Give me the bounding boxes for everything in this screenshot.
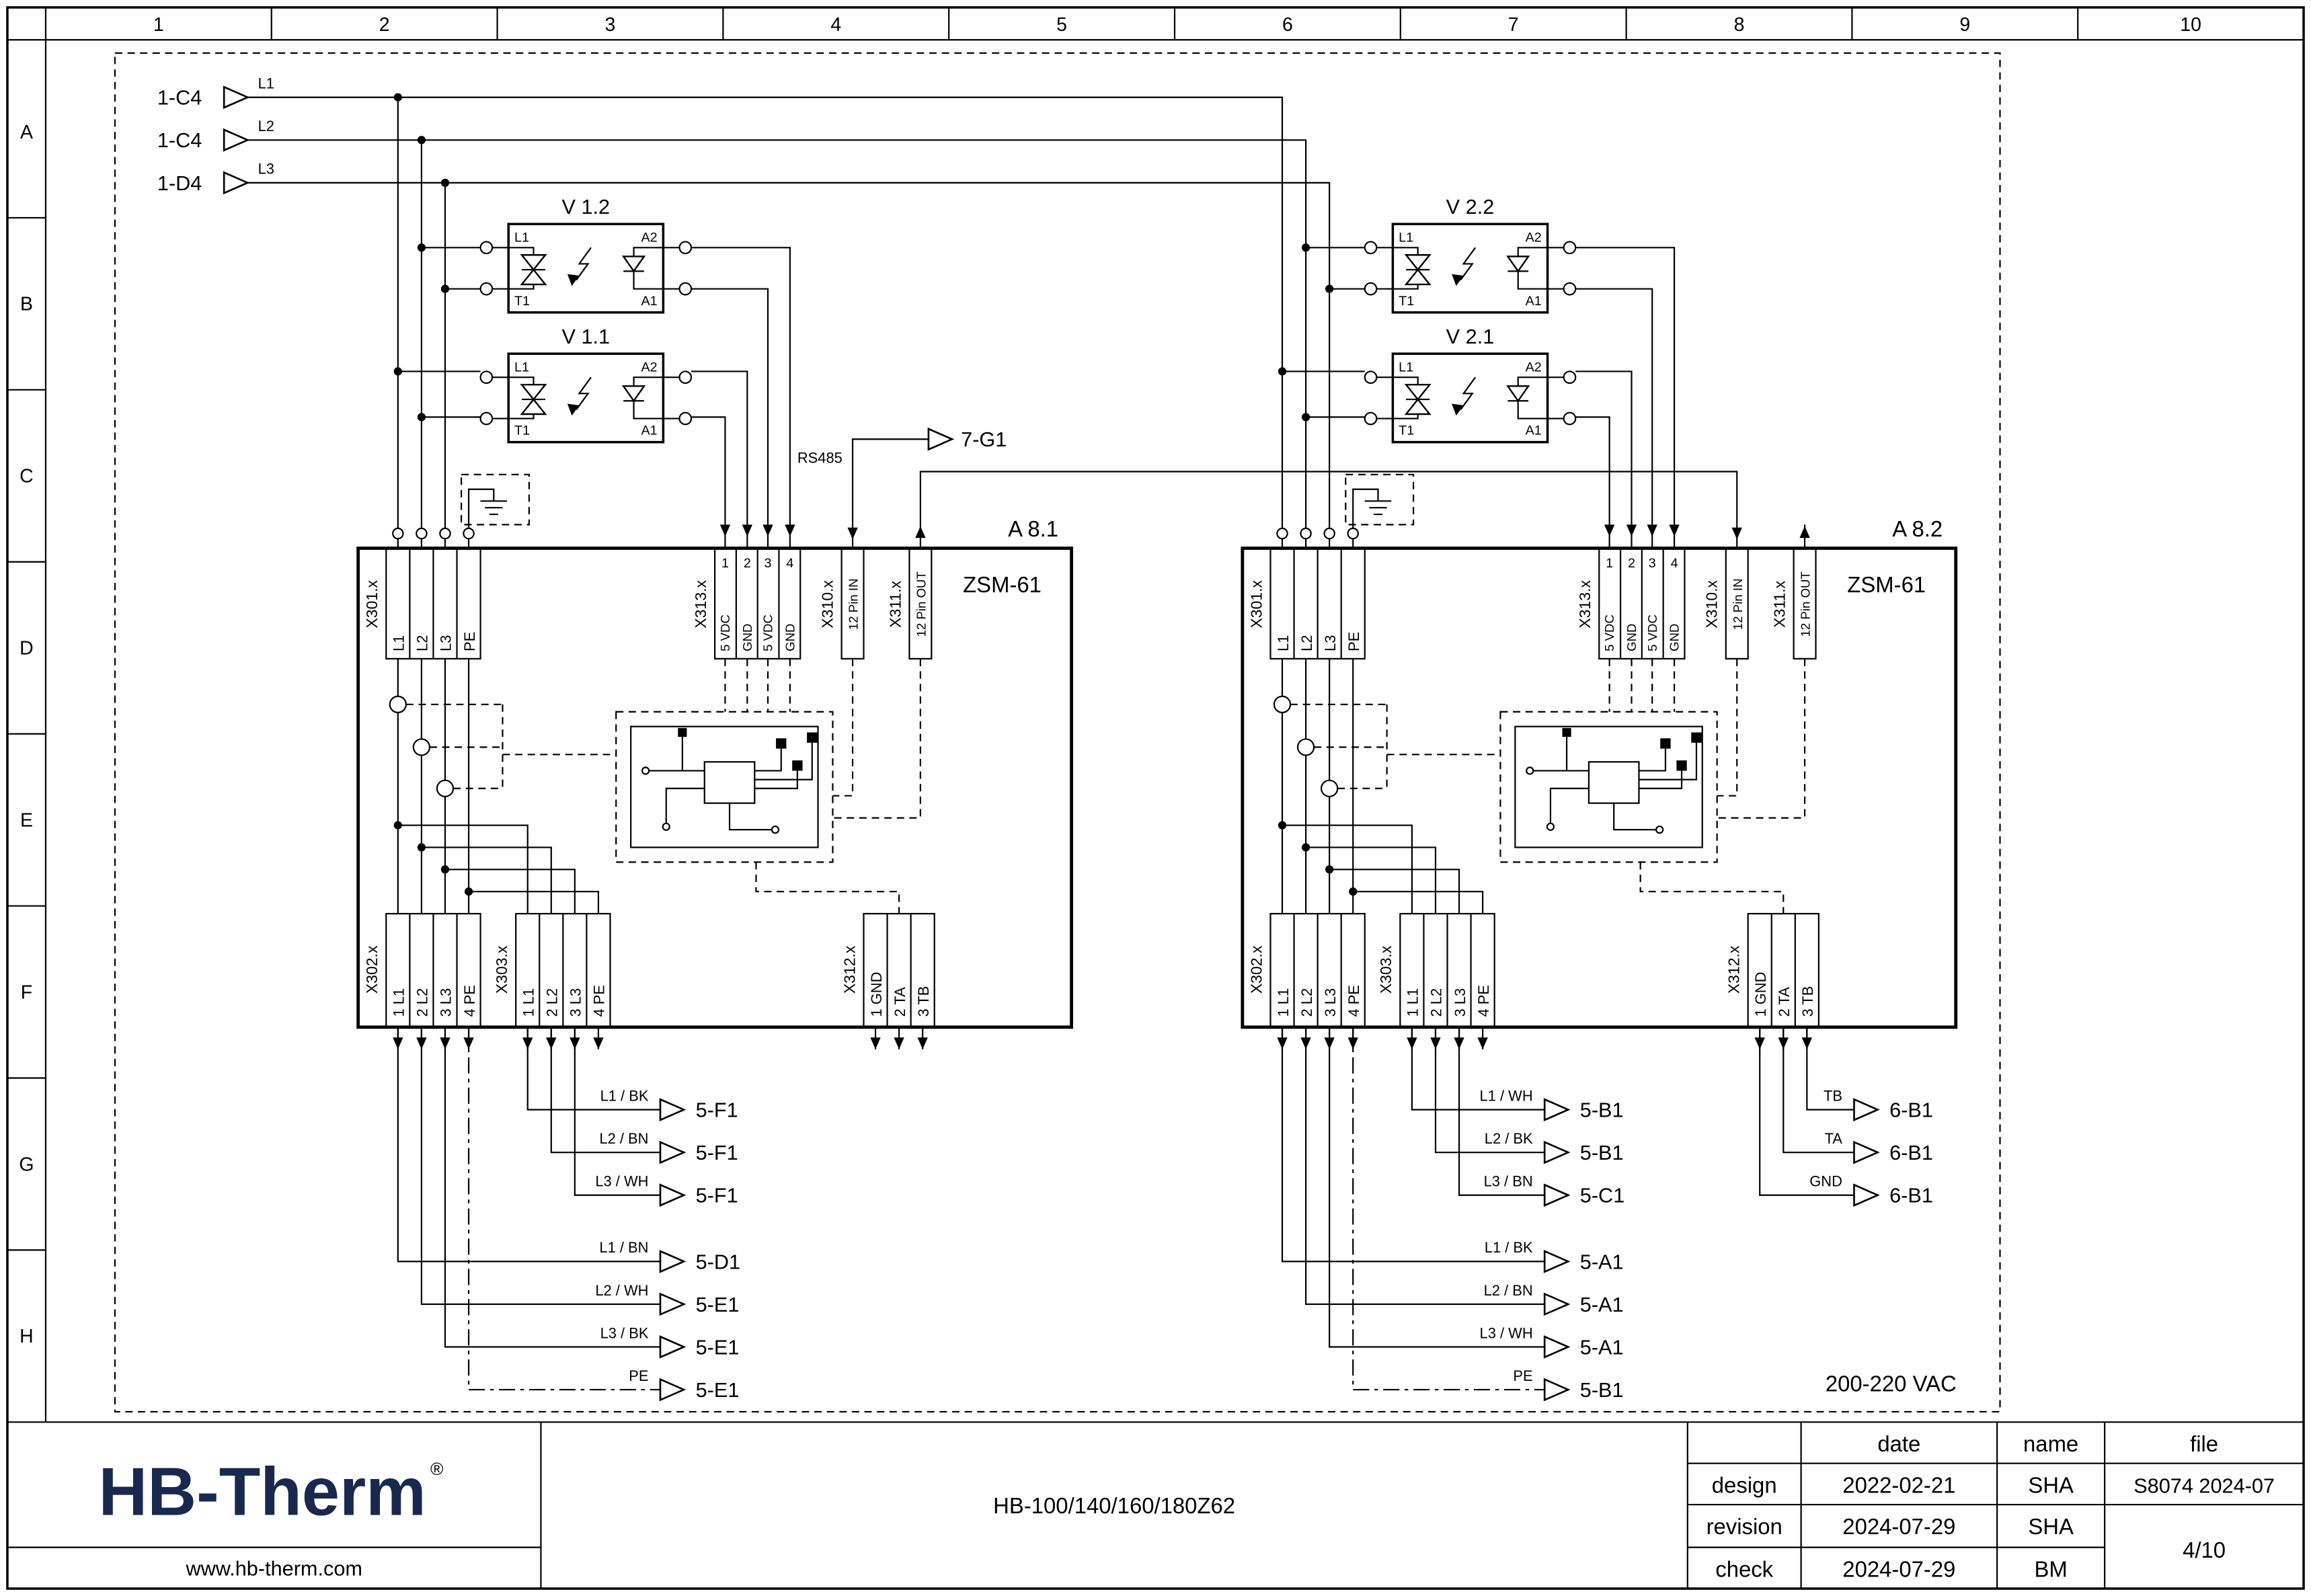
wire-label: L2 / BN (599, 1130, 648, 1147)
row-label: F (21, 982, 32, 1003)
tb-header-date: date (1877, 1431, 1920, 1456)
target-ref: 5-C1 (1580, 1184, 1624, 1207)
target-ref: 5-D1 (696, 1250, 740, 1273)
row-labels: A B C D E F G H (19, 122, 34, 1347)
tb-name: SHA (2028, 1473, 2074, 1498)
feed-ref: 1-C4 (157, 128, 202, 152)
target-ref: 5-B1 (1580, 1378, 1624, 1402)
wire-label: L2 / BK (1485, 1130, 1533, 1147)
relay-name: V 2.1 (1446, 325, 1495, 348)
sheet-frame: 1 2 3 4 5 6 7 8 9 10 A B C D E F G H (6, 6, 2305, 1590)
target-ref: 5-B1 (1580, 1099, 1624, 1122)
zsm-module-a81 (358, 224, 1072, 1049)
feed-ref: 1-C4 (157, 86, 202, 110)
logo-registered-mark: ® (430, 1459, 443, 1479)
target-ref: 5-E1 (696, 1378, 740, 1402)
tb-row-label: revision (1707, 1514, 1783, 1539)
voltage-note: 200-220 VAC (1826, 1371, 1957, 1396)
col-label: 7 (1508, 14, 1519, 36)
col-label: 3 (605, 14, 616, 36)
tb-header-file: file (2190, 1431, 2218, 1456)
phase-label: L1 (258, 75, 274, 92)
phase-label: L2 (258, 118, 274, 134)
title-block: HB-Therm ® www.hb-therm.com HB-100/140/1… (7, 1422, 2304, 1589)
wire-label: L1 / WH (1480, 1087, 1533, 1104)
file-number: S8074 2024-07 (2133, 1474, 2275, 1498)
wire-label: L2 / WH (595, 1282, 648, 1299)
load-labels-a82: L1 / WH 5-B1 L2 / BK 5-B1 L3 / BN 5-C1 L… (1480, 1087, 1933, 1402)
page-number: 4/10 (2183, 1538, 2226, 1562)
tb-row-label: design (1712, 1473, 1777, 1498)
row-label: C (19, 466, 34, 487)
row-label: H (19, 1326, 34, 1347)
target-ref: 5-A1 (1580, 1293, 1624, 1316)
target-ref: 5-B1 (1580, 1141, 1624, 1164)
wire-label: PE (629, 1367, 648, 1384)
wire-label: PE (1513, 1367, 1532, 1384)
relay-names: V 1.2 V 1.1 V 2.2 V 2.1 (561, 195, 1494, 348)
target-ref: 5-F1 (696, 1184, 738, 1207)
wire-label: L2 / BN (1484, 1282, 1533, 1299)
doc-number: HB-100/140/160/180Z62 (993, 1493, 1235, 1518)
comm-target-ref: 7-G1 (961, 428, 1007, 451)
comm-bus: 7-G1 RS485 (797, 428, 1738, 525)
target-ref: 6-B1 (1889, 1141, 1933, 1164)
column-labels: 1 2 3 4 5 6 7 8 9 10 (153, 14, 2201, 36)
relay-name: V 1.2 (561, 195, 610, 218)
tb-row-label: check (1715, 1556, 1773, 1581)
wire-label: TB (1824, 1087, 1842, 1104)
logo: HB-Therm (98, 1454, 426, 1529)
col-label: 5 (1056, 14, 1067, 36)
wire-label: L1 / BK (1485, 1239, 1533, 1256)
tb-date: 2022-02-21 (1842, 1473, 1955, 1498)
load-wires-a82 (1281, 1027, 1879, 1401)
row-label: B (20, 294, 33, 315)
wire-label: L3 / WH (595, 1173, 648, 1190)
wire-label: L1 / BN (599, 1239, 648, 1256)
wire-label: GND (1809, 1173, 1842, 1190)
wire-label: L3 / WH (1480, 1324, 1533, 1341)
tb-date: 2024-07-29 (1842, 1514, 1955, 1539)
tb-header-name: name (2023, 1431, 2078, 1456)
wire-label: TA (1825, 1130, 1843, 1147)
col-label: 4 (830, 14, 841, 36)
website: www.hb-therm.com (185, 1556, 362, 1580)
wire-label: L3 / BN (1484, 1173, 1533, 1190)
target-ref: 5-F1 (696, 1099, 738, 1122)
target-ref: 6-B1 (1889, 1184, 1933, 1207)
phase-label: L3 (258, 161, 274, 177)
load-labels-a81: L1 / BK 5-F1 L2 / BN 5-F1 L3 / WH 5-F1 L… (595, 1087, 740, 1402)
col-label: 2 (379, 14, 390, 36)
drawing-border (114, 52, 2001, 1413)
row-label: D (19, 638, 34, 660)
relay-name: V 1.1 (561, 325, 610, 348)
col-label: 9 (1959, 14, 1970, 36)
tb-name: BM (2034, 1556, 2067, 1581)
wire-label: L1 / BK (600, 1087, 649, 1104)
target-ref: 5-E1 (696, 1293, 740, 1316)
target-ref: 5-F1 (696, 1141, 738, 1164)
target-ref: 5-E1 (696, 1335, 740, 1359)
relay-name: V 2.2 (1446, 195, 1495, 218)
feed-ref: 1-D4 (157, 171, 202, 195)
supply-feeds: 1-C4 1-C4 1-D4 L1 L2 L3 (157, 75, 1331, 528)
target-ref: 6-B1 (1889, 1099, 1933, 1122)
col-label: 10 (2180, 14, 2201, 36)
load-wires-a81 (397, 1027, 685, 1401)
tb-date: 2024-07-29 (1842, 1556, 1955, 1581)
module-ref-a82: A 8.2 (1892, 516, 1943, 541)
row-label: G (19, 1154, 34, 1175)
row-label: E (20, 810, 33, 832)
row-label: A (20, 122, 33, 143)
module-ref-a81: A 8.1 (1008, 516, 1058, 541)
zsm-module-a82 (1243, 224, 1956, 1049)
wire-label: L3 / BK (600, 1324, 649, 1341)
col-label: 6 (1282, 14, 1293, 36)
bus-label: RS485 (797, 449, 843, 466)
col-label: 1 (153, 14, 164, 36)
tb-name: SHA (2028, 1514, 2074, 1539)
col-label: 8 (1734, 14, 1745, 36)
target-ref: 5-A1 (1580, 1250, 1624, 1273)
target-ref: 5-A1 (1580, 1335, 1624, 1359)
